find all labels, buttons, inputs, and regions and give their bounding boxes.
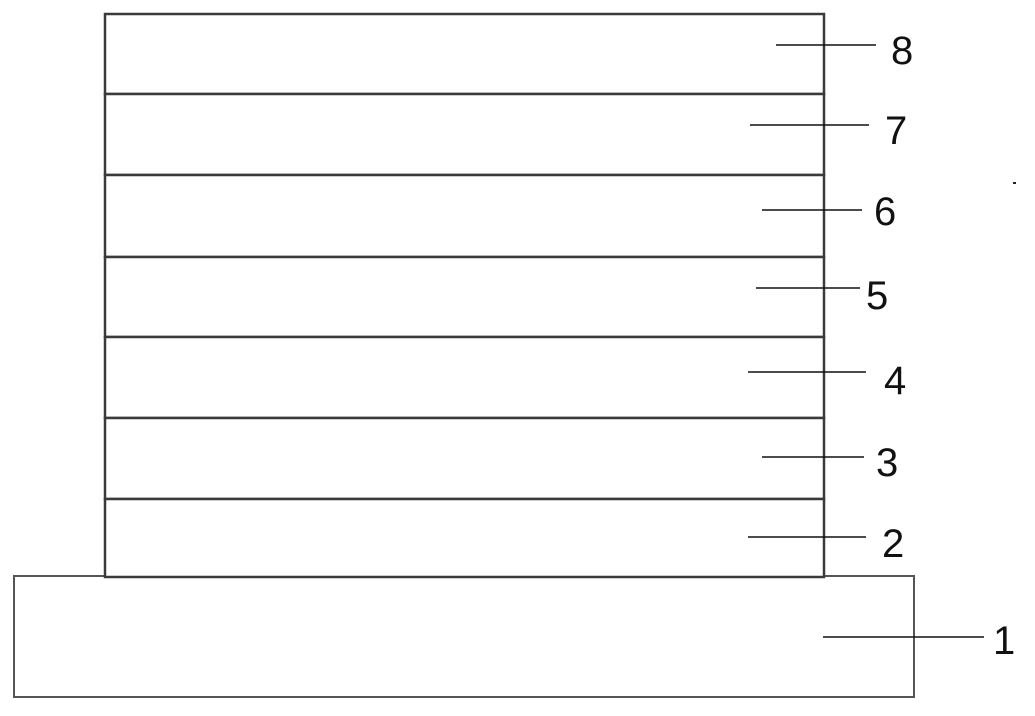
- layer-3: [103, 416, 826, 501]
- substrate-layer: [13, 575, 915, 698]
- callout-label-1: 1: [993, 619, 1015, 663]
- callout-label-5: 5: [866, 274, 888, 318]
- callout-label-6: 6: [874, 190, 896, 234]
- layer-2: [103, 497, 826, 579]
- callout-label-3: 3: [876, 441, 898, 485]
- layer-5: [103, 255, 826, 339]
- stray-mark: [1013, 182, 1016, 184]
- layer-6: [103, 173, 826, 259]
- callout-label-2: 2: [882, 522, 904, 566]
- layer-7: [103, 92, 826, 177]
- callout-label-8: 8: [891, 29, 913, 73]
- layer-8: [103, 12, 826, 96]
- callout-label-4: 4: [884, 359, 906, 403]
- callout-label-7: 7: [885, 109, 907, 153]
- layer-4: [103, 335, 826, 420]
